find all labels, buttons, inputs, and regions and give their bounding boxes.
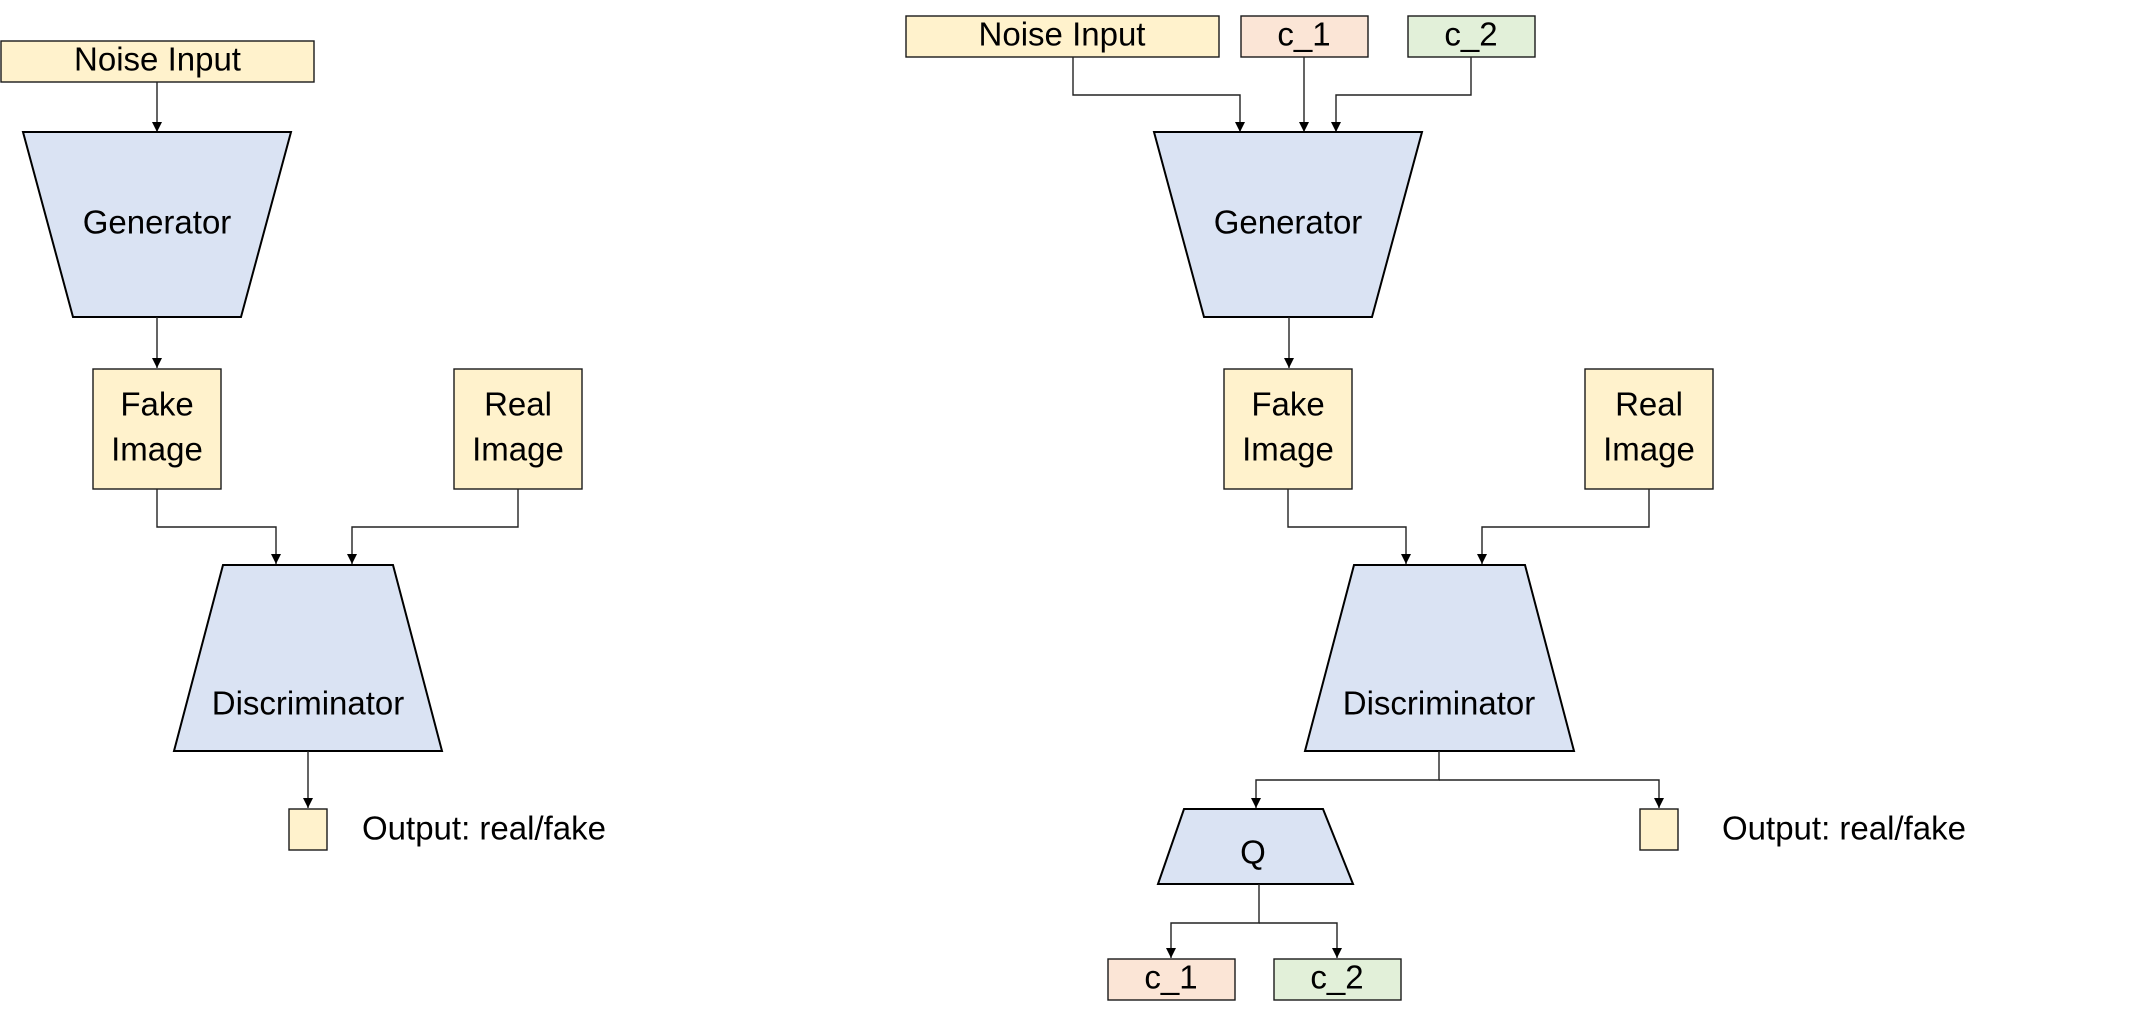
infogan-q-network-label: Q (1240, 834, 1266, 871)
infogan-output: Output: real/fake (1639, 808, 1966, 851)
infogan-discriminator: Discriminator (1303, 564, 1576, 752)
gan-output: Output: real/fake (288, 808, 606, 851)
infogan-output-label: Output: real/fake (1722, 810, 1966, 847)
infogan-noise-input: Noise Input (905, 15, 1220, 58)
infogan-q-to-c1-arrow (1166, 884, 1260, 958)
gan-real-to-discriminator-arrow (347, 489, 519, 564)
infogan-noise-to-generator-arrow (1072, 57, 1245, 132)
infogan-fake-image-line2: Image (1242, 431, 1334, 468)
infogan-c2-to-generator-arrow (1331, 57, 1472, 132)
infogan-q-output-c1-label: c_1 (1144, 959, 1197, 996)
gan-fake-image-line2: Image (111, 431, 203, 468)
infogan-fake-image-line1: Fake (1251, 386, 1324, 423)
infogan-code-c2-label: c_2 (1444, 16, 1497, 53)
infogan-noise-input-label: Noise Input (979, 16, 1146, 53)
gan-noise-input: Noise Input (0, 40, 315, 83)
gan-fake-image: Fake Image (92, 368, 222, 490)
infogan-q-output-c2-label: c_2 (1310, 959, 1363, 996)
gan-output-label: Output: real/fake (362, 810, 606, 847)
infogan-q-network: Q (1156, 808, 1355, 885)
infogan-fake-to-discriminator-arrow (1287, 489, 1411, 564)
infogan-discriminator-to-q-arrow (1251, 751, 1440, 808)
infogan-q-to-c2-arrow (1259, 922, 1342, 958)
infogan-generator: Generator (1152, 131, 1424, 318)
infogan-discriminator-label: Discriminator (1343, 685, 1536, 722)
infogan-real-image-line2: Image (1603, 431, 1695, 468)
infogan-real-to-discriminator-arrow (1477, 489, 1650, 564)
gan-fake-image-line1: Fake (120, 386, 193, 423)
gan-generator-label: Generator (83, 204, 232, 241)
gan-real-image-line1: Real (484, 386, 552, 423)
infogan-discriminator-to-output-arrow (1439, 779, 1664, 808)
gan-generator: Generator (21, 131, 293, 318)
gan-discriminator-label: Discriminator (212, 685, 405, 722)
infogan-real-image: Real Image (1584, 368, 1714, 490)
infogan-code-c1-label: c_1 (1277, 16, 1330, 53)
infogan-diagram: Noise Input c_1 c_2 Generator Fake Image… (905, 15, 1966, 1001)
gan-real-image-line2: Image (472, 431, 564, 468)
gan-diagram: Noise Input Generator Fake Image Real Im… (0, 40, 606, 851)
infogan-generator-label: Generator (1214, 204, 1363, 241)
infogan-q-output-c2: c_2 (1273, 958, 1402, 1001)
gan-noise-input-label: Noise Input (74, 41, 241, 78)
gan-fake-to-discriminator-arrow (156, 489, 281, 564)
gan-real-image: Real Image (453, 368, 583, 490)
infogan-code-c1: c_1 (1240, 15, 1369, 58)
infogan-real-image-line1: Real (1615, 386, 1683, 423)
infogan-code-c2: c_2 (1407, 15, 1536, 58)
infogan-fake-image: Fake Image (1223, 368, 1353, 490)
infogan-q-output-c1: c_1 (1107, 958, 1236, 1001)
gan-discriminator: Discriminator (172, 564, 444, 752)
